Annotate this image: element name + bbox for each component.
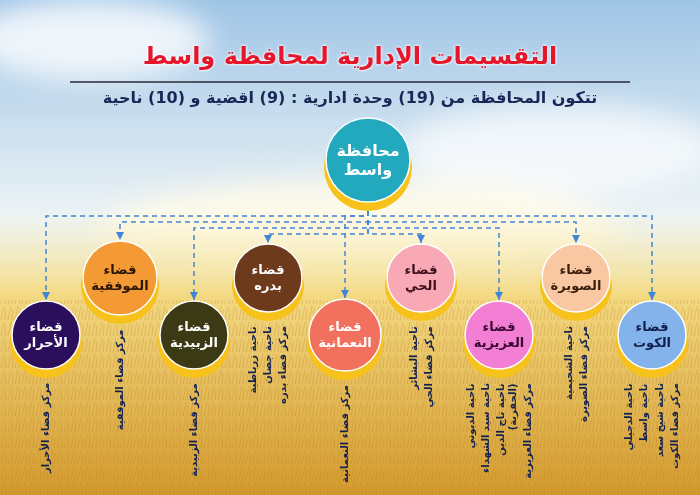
title-rule [70, 81, 630, 83]
subdistrict-label: ناحية الشحيمية [562, 326, 574, 400]
subdistrict-label: مركز قضاء الأحرار [40, 383, 52, 473]
circle-label: قضاء الأحرار [24, 319, 68, 350]
dashed-connector [345, 211, 368, 298]
subdistrict-label: ناحية البشائر [407, 326, 419, 390]
subdistrict-label: مركز قضاء الزبيدية [188, 383, 200, 477]
district-circle: قضاء الأحرار [12, 301, 80, 369]
district-circle: قضاء الزبيدية [160, 301, 228, 369]
circle-body: قضاء الحي [405, 262, 438, 293]
district-circle: قضاء النعمانية [309, 299, 381, 371]
subtitle: تتكون المحافظة من (19) وحدة ادارية : (9)… [0, 88, 700, 108]
circle-body: قضاء النعمانية [318, 319, 372, 350]
subdistrict-label: ناحية تاج الدين (الحفرية) [495, 383, 519, 488]
circle-fill [542, 244, 610, 312]
subdistrict-label: مركز قضاء النعمانية [339, 385, 351, 483]
circle-body: قضاء العزيزية [474, 319, 525, 350]
circle-label: قضاء الموفقية [91, 262, 148, 293]
circle-label: محافظة واسط [336, 141, 399, 179]
district-circle: قضاء بدره [234, 244, 302, 312]
circle-body: محافظة واسط [336, 141, 399, 179]
circle-fill [618, 301, 686, 369]
wheat-field [0, 210, 700, 495]
district-circle: قضاء الحي [387, 244, 455, 312]
circle-fill [83, 241, 157, 315]
circle-label: قضاء الحي [405, 262, 438, 293]
circle-body: قضاء الزبيدية [170, 319, 218, 350]
subdistrict-label: مركز قضاء بدره [277, 326, 289, 404]
subdistrict-label: ناحية الدجيلي [623, 383, 635, 450]
subdistrict-label: ناحية الدبوني [465, 383, 477, 448]
governorate-circle: محافظة واسط [326, 118, 410, 202]
circle-fill [465, 301, 533, 369]
circle-body: قضاء الموفقية [91, 262, 148, 293]
subdistrict-label: ناحية شيخ سعد [654, 383, 666, 457]
circle-body: قضاء بدره [252, 262, 285, 293]
circle-fill [326, 118, 410, 202]
subdistrict-label: مركز قضاء الموفقية [114, 329, 126, 430]
subdistrict-label: ناحية زرباطية [247, 326, 259, 393]
chart-title: التقسيمات الإدارية لمحافظة واسط [0, 42, 700, 71]
dashed-connector [368, 211, 421, 243]
circle-fill [234, 244, 302, 312]
circle-body: قضاء الكوت [633, 319, 671, 350]
circle-fill [12, 301, 80, 369]
circle-body: قضاء الصويرة [551, 262, 602, 293]
circle-fill [160, 301, 228, 369]
dashed-connector [368, 211, 576, 243]
circle-label: قضاء بدره [252, 262, 285, 293]
district-circle: قضاء العزيزية [465, 301, 533, 369]
district-circle: قضاء الصويرة [542, 244, 610, 312]
subdistrict-label: مركز قضاء الكوت [669, 383, 681, 469]
circle-label: قضاء الكوت [633, 319, 671, 350]
circle-label: قضاء الزبيدية [170, 319, 218, 350]
circle-label: قضاء الصويرة [551, 262, 602, 293]
subdistrict-label: مركز قضاء العزيزية [521, 383, 533, 479]
circle-label: قضاء النعمانية [318, 319, 372, 350]
subdistrict-label: مركز قضاء الحي [423, 326, 435, 407]
subdistrict-label: ناحية سيد الشهداء [479, 383, 491, 473]
circle-fill [309, 299, 381, 371]
subdistrict-label: ناحية واسط [638, 383, 650, 442]
district-circle: قضاء الكوت [618, 301, 686, 369]
subdistrict-label: ناحية جصان [262, 326, 274, 384]
wheat-texture [0, 300, 700, 495]
circle-fill [387, 244, 455, 312]
subdistrict-label: مركز قضاء الصويرة [577, 326, 589, 422]
circle-label: قضاء العزيزية [474, 319, 525, 350]
district-circle: قضاء الموفقية [83, 241, 157, 315]
circle-body: قضاء الأحرار [24, 319, 68, 350]
